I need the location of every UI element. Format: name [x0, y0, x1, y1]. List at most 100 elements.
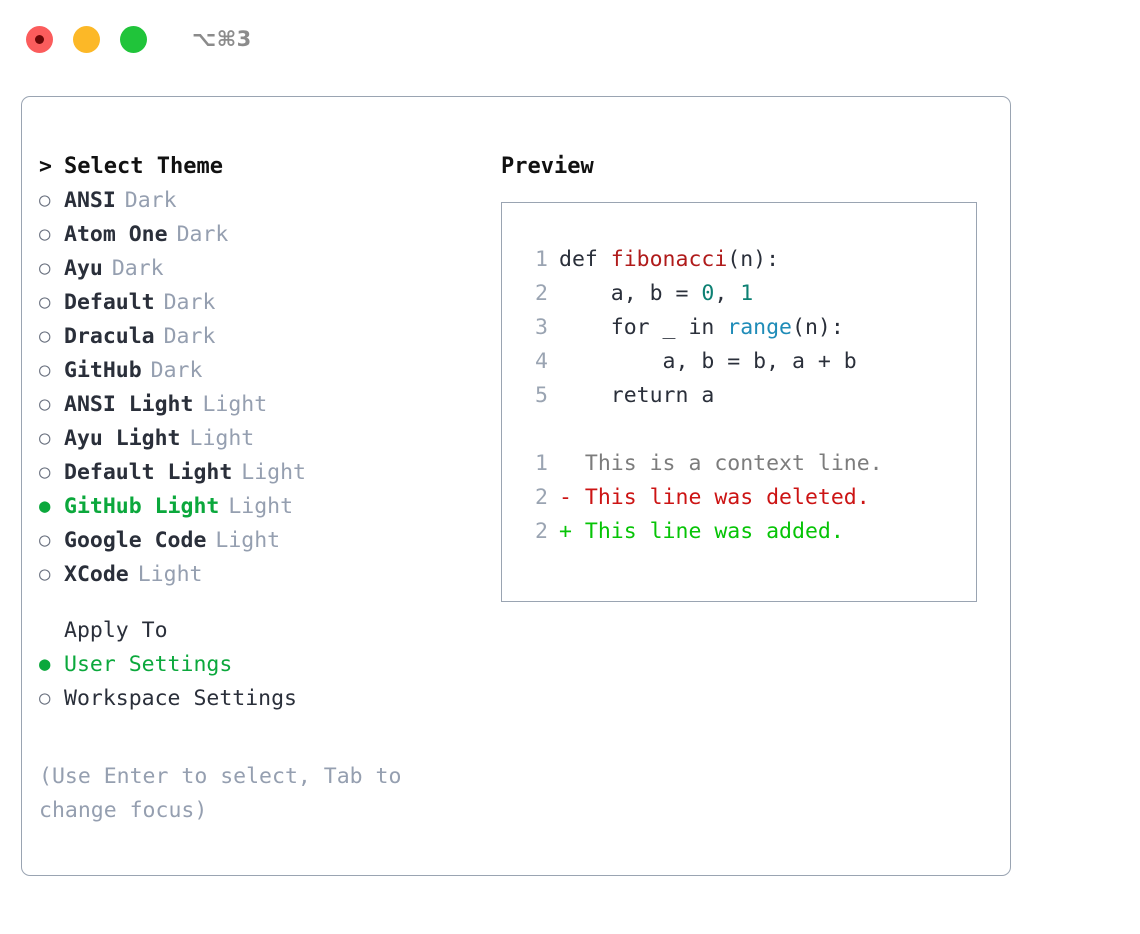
theme-option-ayu-light[interactable]: ○ Ayu Light Light — [39, 421, 479, 455]
diff-marker: - — [559, 485, 585, 510]
theme-option-default[interactable]: ○ Default Dark — [39, 285, 479, 319]
apply-to-option-workspace-settings[interactable]: ○Workspace Settings — [39, 681, 479, 715]
code-line-number: 5 — [535, 383, 548, 408]
theme-option-kind: Dark — [111, 255, 164, 281]
code-line-content: def fibonacci(n): — [559, 247, 779, 272]
theme-option-kind: Light — [137, 561, 203, 587]
traffic-light-group — [26, 25, 147, 53]
code-token-num: 1 — [740, 281, 754, 306]
theme-option-name: Ayu — [64, 255, 103, 281]
radio-empty-icon: ○ — [39, 562, 51, 585]
diff-line-number: 2 — [535, 519, 548, 544]
apply-to-option-list: ● User Settings ○Workspace Settings — [39, 647, 479, 715]
code-line: 4 a, b = b, a + b — [502, 349, 976, 383]
theme-option-kind: Light — [215, 527, 281, 553]
theme-option-kind: Dark — [176, 221, 229, 247]
theme-option-name: Atom One — [64, 221, 168, 247]
code-token-fn: fibonacci — [610, 247, 728, 272]
code-line-content: for _ in range(n): — [559, 315, 844, 340]
radio-selected-icon: ● — [39, 652, 51, 675]
theme-option-kind: Dark — [150, 357, 203, 383]
theme-option-kind: Dark — [124, 187, 177, 213]
theme-option-ayu[interactable]: ○ Ayu Dark — [39, 251, 479, 285]
code-line: 2 a, b = 0, 1 — [502, 281, 976, 315]
apply-to-option-user-settings[interactable]: ● User Settings — [39, 647, 479, 681]
maximize-button-icon[interactable] — [120, 25, 147, 53]
theme-option-atom-one[interactable]: ○ Atom One Dark — [39, 217, 479, 251]
diff-marker — [559, 451, 585, 476]
diff-marker: + — [559, 519, 585, 544]
radio-selected-icon: ● — [39, 494, 51, 517]
theme-option-kind: Dark — [163, 289, 216, 315]
code-token-call: range — [727, 315, 793, 340]
code-token-plain: a, b = b, a + b — [559, 349, 857, 374]
theme-option-github[interactable]: ○ GitHub Dark — [39, 353, 479, 387]
code-token-plain: return a — [559, 383, 715, 408]
radio-empty-icon: ○ — [39, 686, 51, 709]
code-token-num: 0 — [701, 281, 715, 306]
diff-sample: 1 This is a context line.2- This line wa… — [502, 451, 976, 553]
apply-to-label: Apply To — [64, 617, 168, 643]
theme-option-kind: Light — [228, 493, 294, 519]
radio-empty-icon: ○ — [39, 290, 51, 313]
theme-option-name: GitHub — [64, 357, 142, 383]
select-theme-heading: > Select Theme — [39, 149, 479, 183]
code-token-plain: , — [714, 281, 741, 306]
diff-line-content: This line was deleted. — [584, 485, 870, 510]
radio-empty-icon: ○ — [39, 426, 51, 449]
diff-line-content: This line was added. — [584, 519, 844, 544]
apply-to-heading: Apply To — [39, 613, 479, 647]
theme-option-kind: Light — [241, 459, 307, 485]
theme-option-kind: Dark — [163, 323, 216, 349]
preview-title: Preview — [501, 153, 594, 179]
list-spacer — [39, 591, 479, 613]
radio-empty-icon: ○ — [39, 324, 51, 347]
radio-empty-icon: ○ — [39, 222, 51, 245]
code-line-number: 1 — [535, 247, 548, 272]
code-token-plain: (n): — [727, 247, 780, 272]
diff-line-del: 2- This line was deleted. — [502, 485, 976, 519]
code-line-number: 3 — [535, 315, 548, 340]
diff-line-number: 2 — [535, 485, 548, 510]
theme-option-name: Ayu Light — [64, 425, 181, 451]
theme-option-name: Google Code — [64, 527, 207, 553]
code-line-number: 2 — [535, 281, 548, 306]
theme-option-name: Dracula — [64, 323, 155, 349]
code-line-content: a, b = 0, 1 — [559, 281, 753, 306]
radio-empty-icon: ○ — [39, 392, 51, 415]
code-line: 3 for _ in range(n): — [502, 315, 976, 349]
code-diff-separator — [502, 417, 976, 451]
code-line-content: return a — [559, 383, 715, 408]
diff-line-number: 1 — [535, 451, 548, 476]
code-token-plain: a, b = — [559, 281, 702, 306]
page-title: Select Theme — [64, 153, 223, 179]
theme-option-ansi-light[interactable]: ○ ANSI Light Light — [39, 387, 479, 421]
code-line: 1 def fibonacci(n): — [502, 247, 976, 281]
theme-option-kind: Light — [202, 391, 268, 417]
theme-option-name: XCode — [64, 561, 129, 587]
diff-line-ctx: 1 This is a context line. — [502, 451, 976, 485]
code-token-plain: for _ in — [559, 315, 728, 340]
radio-empty-icon: ○ — [39, 256, 51, 279]
theme-option-kind: Light — [189, 425, 255, 451]
theme-option-xcode[interactable]: ○ XCode Light — [39, 557, 479, 591]
radio-empty-icon: ○ — [39, 358, 51, 381]
minimize-button-icon[interactable] — [73, 25, 100, 53]
theme-option-name: ANSI Light — [64, 391, 194, 417]
radio-empty-icon: ○ — [39, 460, 51, 483]
caret-icon: > — [39, 153, 52, 179]
close-button-icon[interactable] — [26, 25, 53, 53]
theme-option-name: Default — [64, 289, 155, 315]
keyboard-hint-text: (Use Enter to select, Tab to change focu… — [39, 764, 402, 823]
code-line: 5 return a — [502, 383, 976, 417]
apply-to-option-name: User Settings — [64, 651, 233, 677]
theme-option-dracula[interactable]: ○ Dracula Dark — [39, 319, 479, 353]
